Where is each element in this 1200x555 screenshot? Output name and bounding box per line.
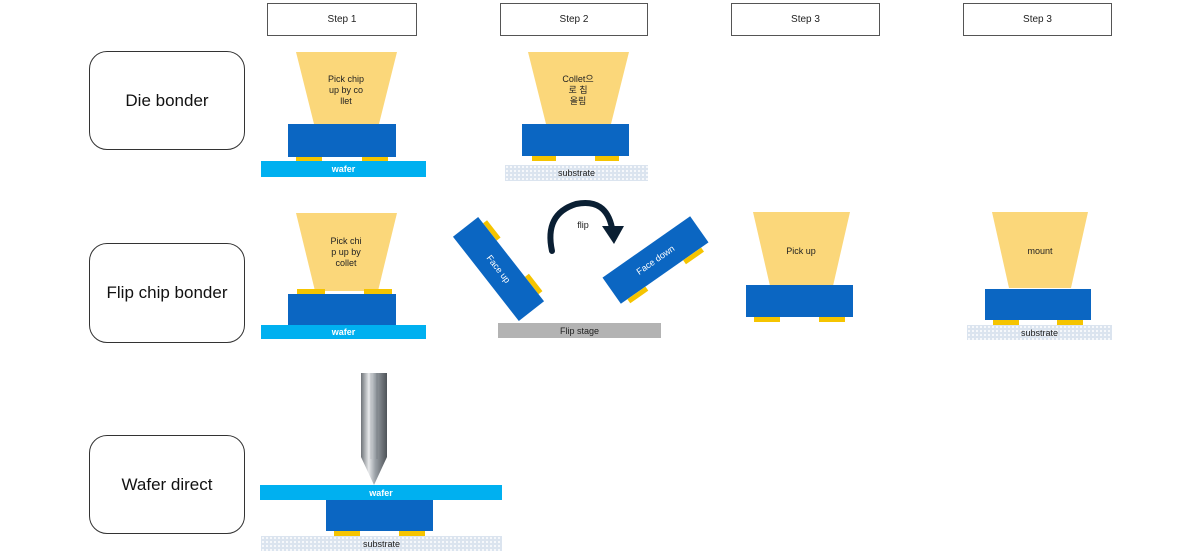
chip [326,500,433,531]
bump-pad [595,156,619,161]
collet-label: Pick up [786,246,816,256]
chip [288,124,396,157]
collet-shape [296,52,397,128]
row-flip-chip-bonder: Flip chip bonder [89,243,245,343]
bump-pad [819,317,845,322]
row-wafer-direct: Wafer direct [89,435,245,534]
row-die-bonder: Die bonder [89,51,245,150]
wafer-bar: wafer [261,325,426,339]
bump-pad [334,531,360,536]
substrate-bar: substrate [967,325,1112,340]
collet-shape [753,212,850,286]
face-up-label: Face up [452,216,545,322]
bump-pad [296,157,322,161]
bump-pad [532,156,556,161]
flip-stage-bar: Flip stage [498,323,661,338]
collet-label: Collet으 로 칩 올림 [562,74,594,106]
step-3-header: Step 3 [731,3,880,36]
bump-pad [297,289,325,294]
collet-shape [992,212,1088,288]
bump-pad [993,320,1019,325]
step-2-header: Step 2 [500,3,648,36]
wafer-bar: wafer [261,161,426,177]
face-up-chip: Face up [452,216,545,322]
bump-pad [1057,320,1083,325]
bump-pad [362,157,388,161]
needle-icon [361,373,387,485]
flip-label: flip [577,220,589,230]
bump-pad [399,531,425,536]
bump-pad [754,317,780,322]
flip-arrow-icon [547,200,624,254]
collet-shape [296,213,397,291]
collet-label: mount [1027,246,1053,256]
bump-pad [364,289,392,294]
chip [522,124,629,156]
substrate-bar: substrate [505,165,648,181]
chip [288,294,396,326]
step-1-header: Step 1 [267,3,417,36]
collet-label: Pick chip up by co llet [327,74,364,106]
collet-label: Pick chi p up by collet [330,236,362,268]
chip [746,285,853,317]
collet-shape [528,52,629,128]
substrate-bar: substrate [261,536,502,551]
wafer-bar: wafer [260,485,502,500]
chip [985,289,1091,320]
step-3b-header: Step 3 [963,3,1112,36]
